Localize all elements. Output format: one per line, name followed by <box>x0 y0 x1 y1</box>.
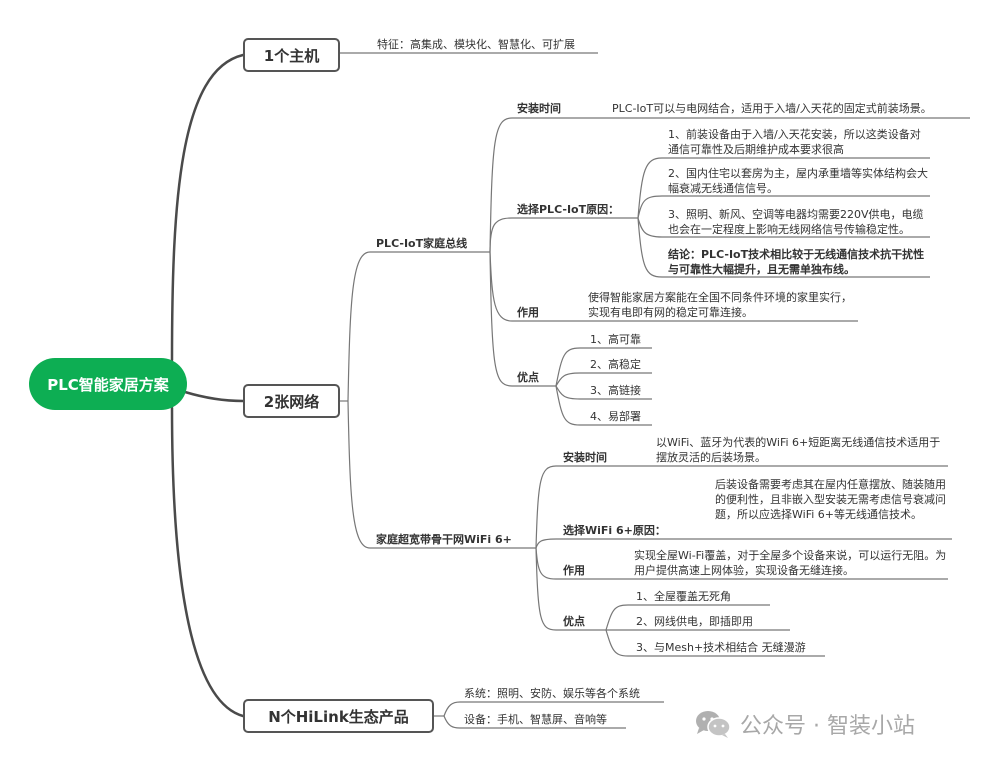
node-plc-bus[interactable]: PLC-IoT家庭总线 <box>376 237 468 250</box>
plc-reason-1[interactable]: 1、前装设备由于入墙/入天花安装，所以这类设备对通信可靠性及后期维护成本要求很高 <box>668 128 921 156</box>
hilink-devices[interactable]: 设备：手机、智慧屏、音响等 <box>464 713 607 726</box>
wechat-icon <box>696 711 731 738</box>
plc-advantages-label[interactable]: 优点 <box>517 371 539 384</box>
plc-advantage-4[interactable]: 4、易部署 <box>590 410 641 423</box>
plc-reason-2[interactable]: 2、国内住宅以套房为主，屋内承重墙等实体结构会大幅衰减无线通信信号。 <box>668 167 928 195</box>
plc-function-text[interactable]: 使得智能家居方案能在全国不同条件环境的家里实行，实现有电即有网的稳定可靠连接。 <box>588 291 852 319</box>
plc-install-time-text[interactable]: PLC-IoT可以与电网结合，适用于入墙/入天花的固定式前装场景。 <box>612 102 932 115</box>
plc-advantage-2[interactable]: 2、高稳定 <box>590 358 641 371</box>
plc-reasons-label[interactable]: 选择PLC-IoT原因： <box>517 203 620 216</box>
wifi-advantages-label[interactable]: 优点 <box>563 615 585 628</box>
hilink-systems[interactable]: 系统：照明、安防、娱乐等各个系统 <box>464 687 640 700</box>
wifi-advantage-3[interactable]: 3、与Mesh+技术相结合 无缝漫游 <box>636 641 806 654</box>
wifi-advantage-2[interactable]: 2、网线供电，即插即用 <box>636 615 753 628</box>
wifi-function-text[interactable]: 实现全屋Wi-Fi覆盖，对于全屋多个设备来说，可以运行无阻。为用户提供高速上网体… <box>634 549 947 577</box>
watermark-text: 公众号 · 智装小站 <box>740 714 915 739</box>
root-node[interactable]: PLC智能家居方案 <box>29 358 187 410</box>
plc-advantage-1[interactable]: 1、高可靠 <box>590 333 641 346</box>
plc-function-label[interactable]: 作用 <box>517 306 539 319</box>
host-feature[interactable]: 特征：高集成、模块化、智慧化、可扩展 <box>377 38 575 51</box>
wifi-install-time-text[interactable]: 以WiFi、蓝牙为代表的WiFi 6+短距离无线通信技术适用于摆放灵活的后装场景… <box>656 436 941 464</box>
node-wifi-backbone[interactable]: 家庭超宽带骨干网WiFi 6+ <box>376 533 512 546</box>
node-networks[interactable]: 2张网络 <box>243 384 340 418</box>
node-hilink[interactable]: N个HiLink生态产品 <box>243 699 434 733</box>
plc-advantage-3[interactable]: 3、高链接 <box>590 384 641 397</box>
wifi-install-time-label[interactable]: 安装时间 <box>563 451 607 464</box>
watermark: 公众号 · 智装小站 <box>694 708 915 740</box>
plc-conclusion[interactable]: 结论：PLC-IoT技术相比较于无线通信技术抗干扰性与可靠性大幅提升，且无需单独… <box>668 248 925 276</box>
plc-install-time-label[interactable]: 安装时间 <box>517 102 561 115</box>
wifi-reasons-label[interactable]: 选择WiFi 6+原因： <box>563 524 666 537</box>
wifi-reasons-text[interactable]: 后装设备需要考虑其在屋内任意摆放、随装随用的便利性，且非嵌入型安装无需考虑信号衰… <box>715 478 946 521</box>
node-host[interactable]: 1个主机 <box>243 38 340 72</box>
wifi-function-label[interactable]: 作用 <box>563 564 585 577</box>
wifi-advantage-1[interactable]: 1、全屋覆盖无死角 <box>636 590 731 603</box>
plc-reason-3[interactable]: 3、照明、新风、空调等电器均需要220V供电，电缆也会在一定程度上影响无线网络信… <box>668 208 924 236</box>
